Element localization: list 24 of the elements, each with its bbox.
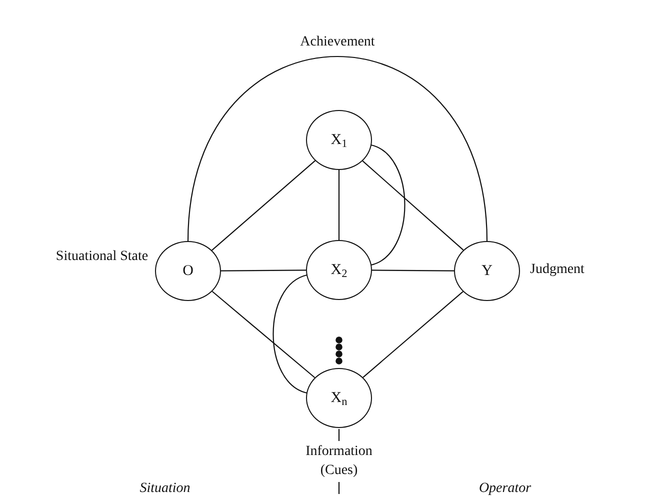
connector-line [338,170,340,240]
node-ellipse [454,241,520,301]
connector-line [212,290,316,378]
node-ellipse [306,110,372,170]
connector-line [221,270,306,272]
region-label: Operator [478,480,532,496]
node-caption: Information (Cues) [304,443,374,480]
connector-line [370,144,406,266]
node-label: X$_{2}$ [330,260,348,282]
node-label: Y [482,262,492,281]
node-ellipse [155,241,221,301]
node-ellipse [306,368,372,428]
connector-line [362,160,464,250]
node-caption: Situational State [54,248,150,266]
node-label: O [182,262,194,281]
connector-line [187,56,488,242]
connector-line [362,291,464,378]
node-label: X$_{n}$ [330,388,348,410]
connector-line [372,270,454,272]
node-caption: Judgment [530,261,586,279]
connector-line [212,160,316,251]
node-label: X$_{1}$ [330,130,348,152]
region-label: Situation [138,480,192,496]
connector-line [272,274,308,394]
